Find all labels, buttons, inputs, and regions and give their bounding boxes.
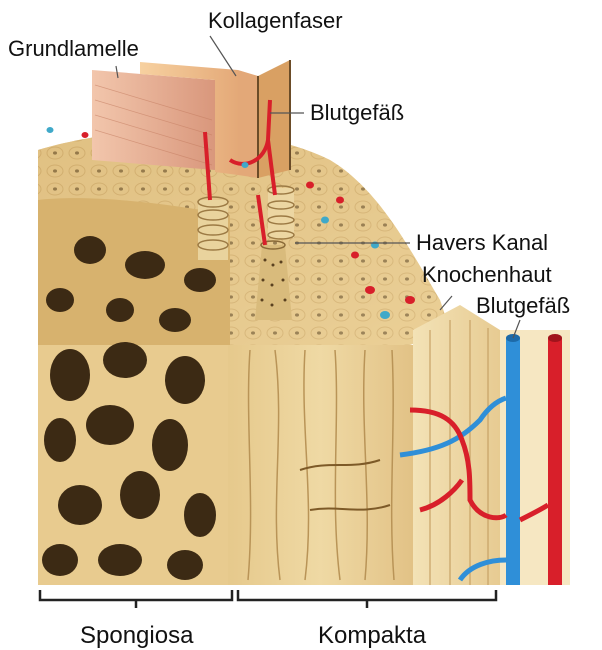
label-blutgefaess-right: Blutgefäß	[476, 293, 570, 318]
label-spongiosa: Spongiosa	[80, 622, 194, 649]
osteon-left	[198, 197, 228, 260]
compacta-block	[228, 345, 413, 585]
label-kollagenfaser: Kollagenfaser	[208, 8, 343, 33]
brackets	[40, 590, 496, 608]
label-blutgefaess-top: Blutgefäß	[310, 100, 404, 125]
label-kompakta: Kompakta	[318, 622, 427, 649]
lamella-plates	[92, 60, 290, 178]
label-grundlamelle: Grundlamelle	[8, 36, 139, 61]
label-havers-kanal: Havers Kanal	[416, 230, 548, 255]
osteon-right	[268, 186, 294, 239]
label-knochenhaut: Knochenhaut	[422, 262, 552, 287]
